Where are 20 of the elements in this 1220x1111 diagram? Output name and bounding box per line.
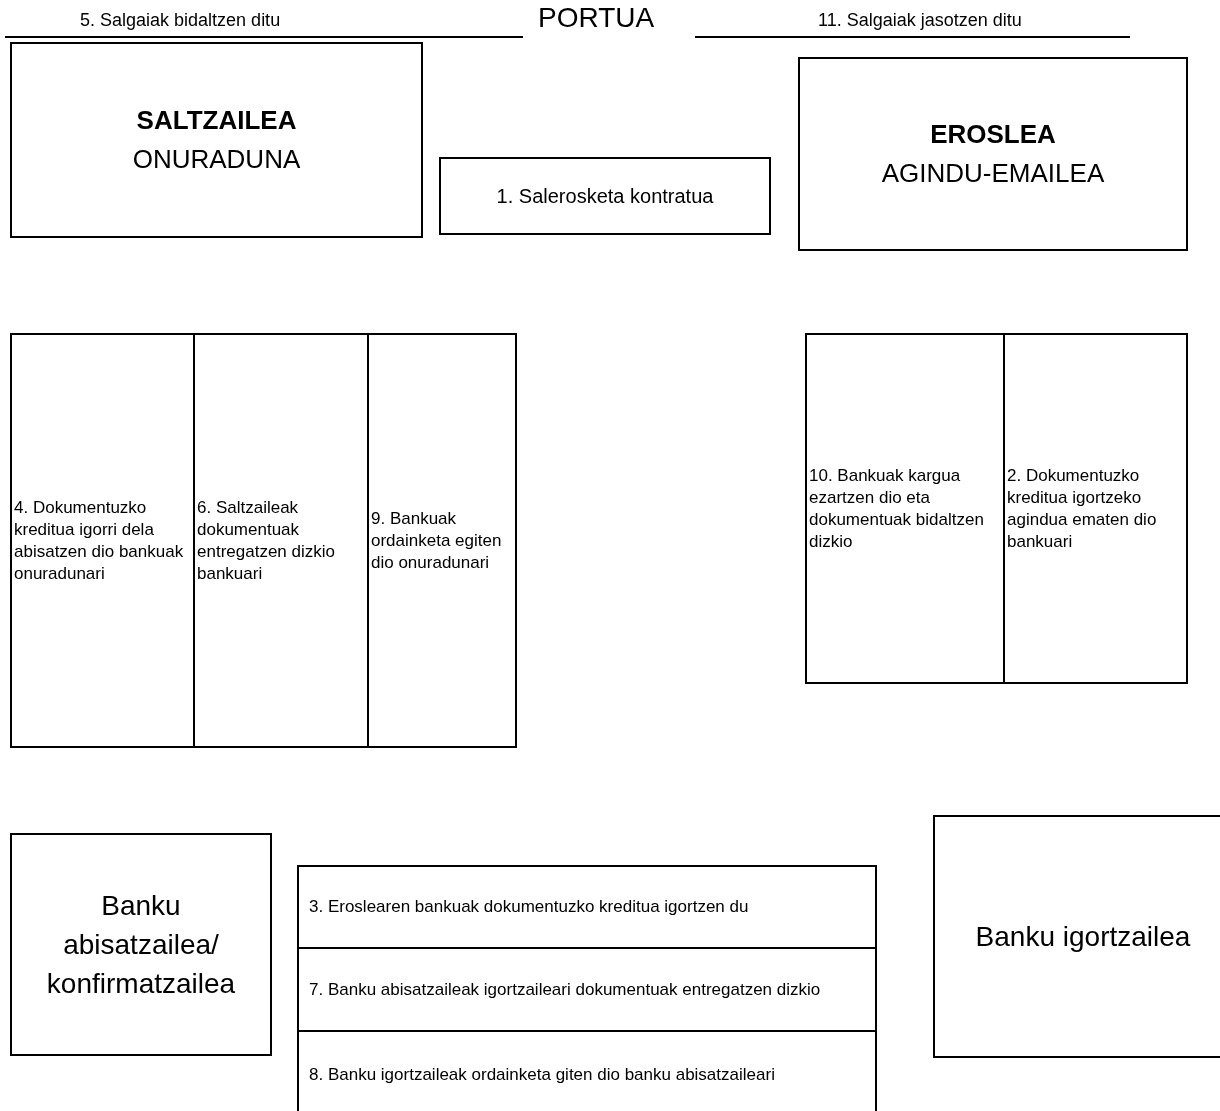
- party-role: ONURADUNA: [132, 143, 301, 176]
- step-cell: 4. Dokumentuzko kreditua igorri dela abisatzen dio bankuak onuradunari: [10, 333, 195, 748]
- step-cell: 2. Dokumentuzko kreditua igortzeko agindua ematen dio bankuari: [1003, 333, 1188, 684]
- step-cell: 3. Eroslearen bankuak dokumentuzko kreditua igortzen du: [297, 865, 877, 949]
- step-cell: 6. Saltzaileak dokumentuak entregatzen dizkio bankuari: [193, 333, 369, 748]
- step-cell: 10. Bankuak kargua ezartzen dio eta dokumentuak bidaltzen dizkio: [805, 333, 1005, 684]
- step-cell: 9. Bankuak ordainketa egiten dio onuradunari: [367, 333, 517, 748]
- step-label: 11. Salgaiak jasotzen ditu: [818, 10, 1022, 31]
- party-name: EROSLEA: [930, 118, 1056, 151]
- bank-box: Banku abisatzailea/ konfirmatzailea: [10, 833, 272, 1056]
- step-label: 5. Salgaiak bidaltzen ditu: [80, 10, 281, 31]
- step-cell: 8. Banku igortzaileak ordainketa giten dio banku abisatzaileari: [297, 1030, 877, 1111]
- party-box: [10, 42, 423, 238]
- party-role: AGINDU-EMAILEA: [881, 157, 1105, 190]
- party-name: SALTZAILEA: [136, 104, 297, 137]
- contract-box: 1. Salerosketa kontratua: [439, 157, 771, 235]
- bank-box: Banku igortzailea: [933, 815, 1220, 1058]
- party-box: [798, 57, 1188, 251]
- step-cell: 7. Banku abisatzaileak igortzaileari dokumentuak entregatzen dizkio: [297, 947, 877, 1032]
- heading-text: PORTUA: [538, 2, 655, 34]
